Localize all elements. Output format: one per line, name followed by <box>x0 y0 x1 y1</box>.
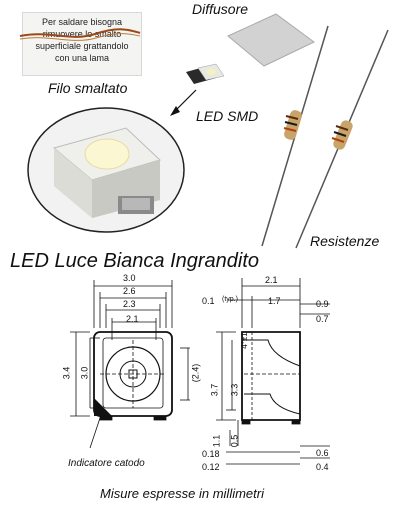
magnified-led <box>52 127 161 218</box>
dim-front-center: 2.1 <box>126 314 139 324</box>
note-line: rimuovere lo smalto <box>42 29 122 39</box>
resistor-2 <box>295 29 389 249</box>
footer-caption: Misure espresse in millimetri <box>100 486 264 501</box>
dim-front-inner: 2.6 <box>123 286 136 296</box>
resistenze-label: Resistenze <box>310 233 380 249</box>
diffusore-label: Diffusore <box>192 1 249 17</box>
led-smd-label: LED SMD <box>196 108 259 124</box>
front-view <box>93 331 173 421</box>
dim-side-typ: (typ.) <box>222 296 238 303</box>
dim-side-012: 0.12 <box>202 462 220 472</box>
side-dimension-lines <box>216 278 330 465</box>
dim-side-018: 0.18 <box>202 449 220 459</box>
dim-front-width: 3.0 <box>123 273 136 283</box>
dim-side-01: 0.1 <box>202 296 215 306</box>
dim-front-lens-h: (2.4) <box>190 363 201 383</box>
dim-side-09: 0.9 <box>316 299 329 309</box>
small-led-smd <box>186 63 225 84</box>
front-dimension-lines <box>70 280 190 417</box>
technical-drawing <box>70 278 330 465</box>
illustration-graphics <box>19 13 389 249</box>
note-line: superficiale grattandolo <box>35 41 129 51</box>
dim-side-width: 2.1 <box>265 275 278 285</box>
main-title: LED Luce Bianca Ingrandito <box>10 250 260 272</box>
resistor-1 <box>261 25 329 247</box>
note-line: Per saldare bisogna <box>41 17 123 27</box>
dim-side-11: 1.1 <box>211 434 222 448</box>
dim-side-33: 3.3 <box>229 383 240 397</box>
dim-side-04: 0.4 <box>316 462 329 472</box>
dim-side-07: 0.7 <box>316 314 329 324</box>
cathode-pointer <box>89 417 101 449</box>
wire-note-card: Per saldare bisogna rimuovere lo smalto … <box>22 12 142 76</box>
note-line: con una lama <box>54 53 110 63</box>
enamelled-wire <box>19 28 141 41</box>
side-view <box>241 331 301 425</box>
dim-front-height: 3.4 <box>61 366 72 380</box>
diffusor-plate <box>227 13 315 67</box>
dim-side-17: 1.7 <box>268 296 281 306</box>
dim-side-06: 0.6 <box>316 448 329 458</box>
filo-smaltato-label: Filo smaltato <box>48 80 128 96</box>
dim-side-05: 0.5 <box>229 434 240 448</box>
dim-front-lens: 2.3 <box>123 299 136 309</box>
dim-side-angle: 4°±1 <box>239 332 249 349</box>
dim-side-37: 3.7 <box>209 383 220 397</box>
dimension-labels: 3.0 2.6 2.3 2.1 3.4 3.0 (2.4) 2.1 0.1 (t… <box>0 270 400 485</box>
cathode-indicator-label: Indicatore catodo <box>68 458 145 469</box>
dim-front-height-inner: 3.0 <box>79 366 90 380</box>
